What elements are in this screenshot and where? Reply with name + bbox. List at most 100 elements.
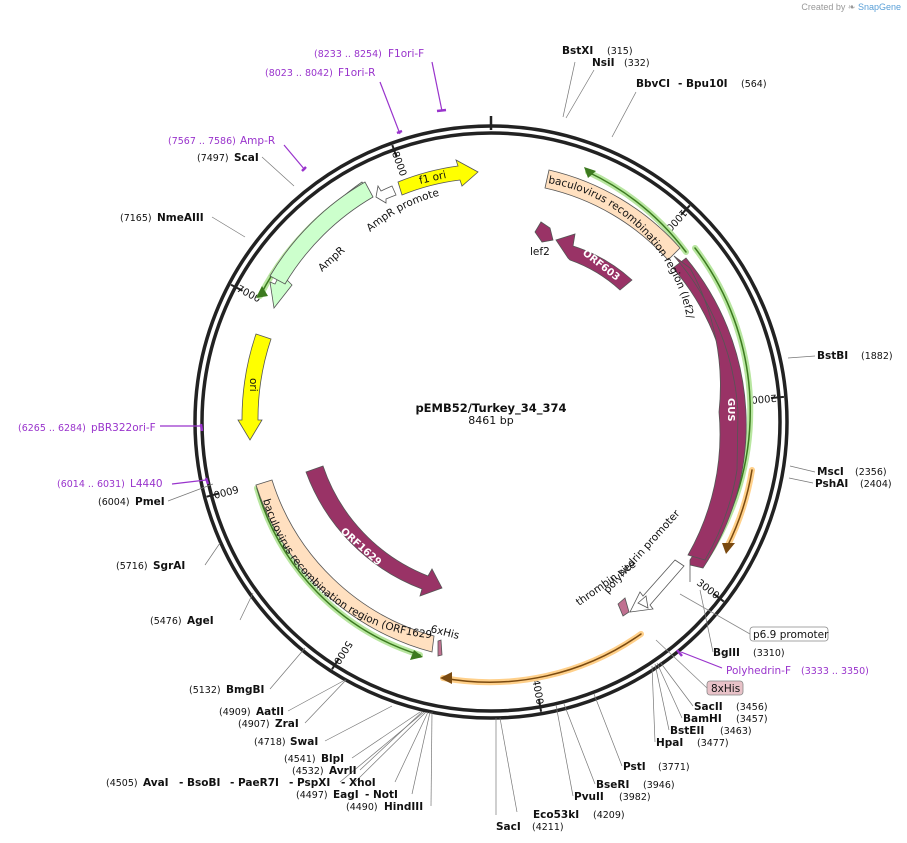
site-bsteii-pos: (3463) [720,726,752,737]
site-saci-name: SacI [496,821,521,833]
plasmid-length: 8461 bp [468,414,513,427]
site-leader-line [167,483,214,502]
primer-l4440-mark [204,477,210,485]
ampr-label: AmpR [316,244,347,274]
tick-mark [331,657,340,670]
site-leader-line [651,665,656,743]
green-highlight-bottom-left-core [256,487,421,656]
site-leader-line [789,465,816,473]
lef2-label: lef2 [530,246,550,258]
polyhedrin-promoter-arrow [629,559,685,613]
site-bsteii-name: BstEII [670,725,704,737]
primer-polyhedrin-pos: (3333 .. 3350) [801,666,869,677]
site-bstxi-pos: (315) [607,46,633,57]
credit-brand: SnapGene [857,2,901,12]
green-highlight-top-right-core [587,171,687,253]
site-hindiii-name: HindIII [384,801,423,813]
tick-mark [391,144,398,158]
site-pspxi-name: - PspXI [289,777,330,789]
primer-polyhedrin-leader [680,651,723,669]
boxed-label-8xhis: 8xHis [655,639,744,696]
primer-f1ori-r-leader [379,81,401,135]
site-bglii-name: BglII [713,647,740,659]
site-bseri-name: BseRI [596,779,629,791]
polyhedrin-promoter-label: polyhedrin promoter [601,507,683,596]
site-avrii-name: AvrII [329,765,357,777]
site-avai-pos: (4505) [106,778,138,789]
primer-polyhedrin-name: Polyhedrin-F [726,665,791,677]
ampr-body [269,181,374,285]
tick-mark [537,698,543,712]
site-bsobi-name: - BsoBI [179,777,220,789]
site-leader-line [411,711,431,795]
site-msci-name: MscI [817,466,844,478]
f1-ori-arrow [397,159,479,196]
ampr-promoter-arrow [375,184,397,204]
primer-f1ori-f-leader [431,61,443,112]
primer-pbr322-pos: (6265 .. 6284) [18,423,86,434]
site-sgrai-name: SgrAI [153,560,185,572]
site-leader-line [563,703,596,785]
site-nsii-pos: (332) [624,58,650,69]
ampr-promoter-textpath: AmpR promoter [0,0,440,234]
site-pvuii-name: PvuII [574,791,604,803]
site-leader-line [562,61,576,118]
primer-l4440-pos: (6014 .. 6031) [57,479,125,490]
site-paer7i-name: - PaeR7I [230,777,279,789]
orange-arrowhead-right [722,543,735,554]
site-blpi-name: BlpI [321,753,344,765]
site-leader-line [239,592,254,621]
site-leader-line [359,711,423,771]
gus-body [673,255,739,561]
site-avrii-pos: (4532) [292,766,324,777]
green-arrowhead-left [256,286,268,298]
orf603-arrow [555,233,633,291]
site-psti-name: PstI [623,761,646,773]
site-nmeaiii-name: NmeAIII [157,212,204,224]
site-leader-lines [167,61,816,815]
site-aatii-pos: (4909) [219,707,251,718]
site-agei-pos: (5476) [150,616,182,627]
site-pshai-pos: (2404) [860,479,892,490]
tick-mark [680,204,691,216]
site-nsii-name: NsiI [592,57,615,69]
site-noti-name: - NotI [365,789,398,801]
primer-markers [160,61,723,669]
6xhis-marker [437,639,443,657]
primer-f1ori-f-mark [436,108,447,113]
site-leader-line [354,711,427,783]
primer-ampr-name: Amp-R [240,135,275,147]
primer-f1ori-r-mark [396,129,403,135]
tick-label: 8000 [389,150,408,178]
site-sacii-name: SacII [694,701,723,713]
primer-ampr-pos: (7567 .. 7586) [168,136,236,147]
snapgene-credit: Created by ❧ SnapGene [801,2,901,13]
site-bamhi-pos: (3457) [736,714,768,725]
backbone-inner-circle [200,131,782,713]
site-eco53ki-pos: (4209) [593,810,625,821]
site-leader-line [656,662,683,719]
site-bbvci-name: BbvCI [636,78,670,90]
baculovirus-region-bottom-shape [255,479,435,653]
site-eco53ki-name: Eco53kI [533,809,579,821]
orange-highlight-bottom-core [442,633,642,683]
site-agei-name: AgeI [187,615,214,627]
site-bmgbi-pos: (5132) [189,685,221,696]
site-zrai-pos: (4907) [238,719,270,730]
primer-f1ori-r-pos: (8023 .. 8042) [265,68,333,79]
orange-highlight-bottom [440,631,644,686]
tick-label: 3000 [694,578,721,602]
site-pmei-name: PmeI [135,496,165,508]
orf1629-arrow [305,465,443,597]
site-leader-line [555,704,574,797]
site-psti-pos: (3771) [658,762,690,773]
site-leader-line [269,647,306,690]
site-pmei-pos: (6004) [98,497,130,508]
site-eagi-pos: (4497) [296,790,328,801]
site-pshai-name: PshAI [815,478,848,490]
site-bpu10i-pos: (564) [741,79,767,90]
site-xhoi-name: - XhoI [341,777,376,789]
site-bstbi-name: BstBI [817,350,848,362]
